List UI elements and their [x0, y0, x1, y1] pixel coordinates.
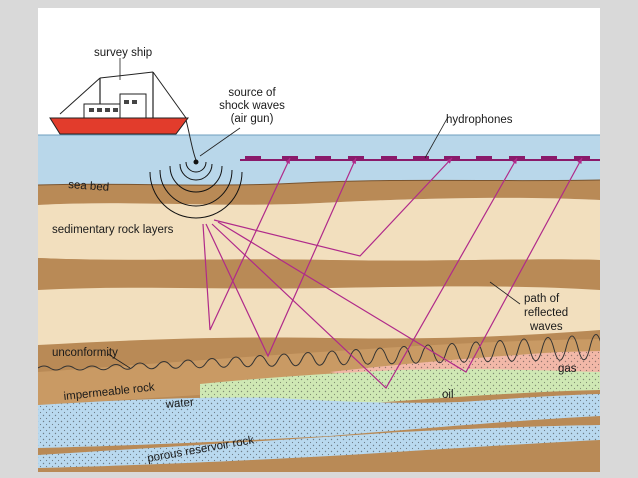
air-gun	[193, 159, 199, 165]
impermeable-rock	[38, 339, 600, 405]
survey-ship	[49, 71, 189, 135]
wave-path-4	[217, 157, 583, 373]
wave-arrowhead-4	[577, 158, 582, 164]
hydrophone-1	[245, 156, 261, 161]
label-unconformity: unconformity	[52, 347, 118, 359]
sand-layer-1	[38, 197, 600, 261]
label-source-3: (air gun)	[231, 113, 274, 125]
hydrophone-8	[476, 156, 492, 161]
unconformity-line	[38, 334, 600, 371]
wave-path-1	[202, 157, 291, 331]
label-gas: gas	[558, 363, 577, 375]
sand-layer-3	[38, 286, 600, 345]
path-pointer	[489, 281, 521, 305]
hydrophone-3	[315, 156, 331, 161]
label-path-1: path of	[524, 293, 560, 305]
label-source-2: shock waves	[219, 100, 285, 112]
hydrophone-10	[541, 156, 557, 161]
label-oil: oil	[442, 389, 454, 401]
hydrophone-5	[381, 156, 397, 161]
hydrophones-pointer	[424, 116, 449, 159]
label-path-3: waves	[529, 321, 563, 333]
label-path-2: reflected	[524, 307, 568, 319]
wave-arrowhead-5	[446, 158, 452, 164]
wave-path-2	[205, 157, 357, 358]
sea-bed-layer	[38, 180, 600, 205]
label-sea-bed: sea bed	[68, 179, 110, 194]
unconformity-pointer	[107, 353, 131, 369]
label-sedimentary: sedimentary rock layers	[52, 224, 174, 236]
reflected-wave-paths	[202, 157, 583, 389]
hydrophone-6	[413, 156, 429, 161]
wave-path-5	[213, 157, 453, 257]
label-source-1: source of	[228, 87, 276, 99]
label-water: water	[164, 397, 194, 412]
tow-cable	[185, 119, 197, 161]
source-pointer	[199, 127, 241, 157]
shock-wave-arcs	[149, 161, 243, 219]
wave-arrowhead-3	[512, 158, 517, 164]
label-hydrophones: hydrophones	[446, 114, 513, 126]
wave-arrowhead-2	[351, 158, 356, 164]
wave-path-3	[211, 157, 518, 389]
label-survey-ship: survey ship	[94, 47, 152, 59]
brown-layer-2	[38, 258, 600, 290]
wave-arrowhead-1	[285, 158, 290, 164]
